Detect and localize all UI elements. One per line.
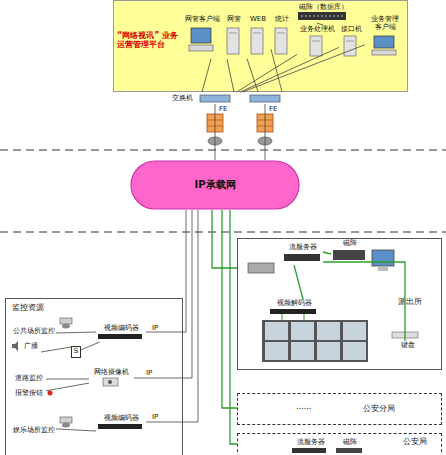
network-camera: 网络摄像机 [89, 368, 134, 390]
node-label: S [72, 347, 80, 355]
stream-server: 流服务器 [291, 438, 331, 448]
camera-label: 娱乐场所监控 [11, 426, 56, 436]
device: 业务处理机 [297, 25, 337, 59]
disk-array [336, 448, 362, 453]
encoder: 视频编码器 [96, 324, 146, 342]
switch-group: 交换机 [172, 92, 282, 104]
switch-icon [250, 95, 280, 102]
node-label: 娱乐场所监控 [11, 426, 56, 434]
node-label: 统计 [271, 15, 293, 23]
node-label: 视频解码器 [269, 299, 319, 307]
node-label: 网管客户端 [183, 15, 221, 23]
stream-server-bar [292, 448, 326, 453]
node-label: 网络摄像机 [89, 368, 134, 376]
network-cloud: IP承载网 [130, 160, 300, 210]
device: 接口机 [339, 25, 363, 59]
edge-label: FE [269, 105, 277, 113]
router-icon [208, 137, 222, 145]
switch-icon [200, 95, 230, 102]
camera-label: 道路监控 [11, 374, 46, 384]
decoder: 视频解码器 [269, 299, 319, 317]
edge-label: IP [152, 413, 158, 421]
node-label: 公共场所监控 [11, 327, 56, 335]
node-label: 公安局 [403, 437, 443, 446]
disk-array-node: 磁阵 [335, 438, 365, 448]
bureau-box: 流服务器磁阵 公安局 [237, 433, 442, 455]
node-label: 键盘 [393, 341, 423, 349]
node-label: 磁阵（数据库） [295, 3, 351, 11]
node-label: 接口机 [339, 25, 363, 33]
connector-line [265, 104, 266, 160]
device: 网管客户端 [183, 15, 221, 59]
node-label: 流服务器 [283, 243, 323, 251]
speaker-label: 广播 [21, 342, 41, 352]
stream-server: 流服务器 [283, 243, 323, 265]
device: 统计 [271, 15, 293, 59]
connector-line [215, 104, 216, 160]
cloud-shape [131, 161, 299, 209]
alarm-label: 报警按钮 [11, 389, 46, 399]
node-label: ...... [296, 402, 336, 411]
firewall-brick [257, 120, 273, 121]
node-label: 道路监控 [11, 374, 46, 382]
branch-box: 公安分局...... [237, 393, 442, 425]
node-label: 公安分局 [363, 404, 413, 413]
node-label: 派出所 [398, 297, 438, 306]
node-label: 监控资源 [12, 303, 72, 312]
node-label: 广播 [21, 342, 41, 350]
platform-panel: 网管客户端网管WEB统计磁阵（数据库） 业务处理机接口机业务管理客户端 “网络视讯”… [113, 0, 408, 92]
connector-line [222, 210, 237, 408]
dashed-divider [0, 150, 446, 151]
node-label: 网管 [223, 15, 245, 23]
node-label: 视频编码器 [96, 324, 146, 332]
device: 业务管理客户端 [365, 15, 405, 59]
connector-line [212, 210, 237, 268]
camera-label: 公共场所监控 [11, 327, 56, 337]
device: 网管 [223, 15, 245, 59]
node-label: 磁阵 [331, 239, 369, 247]
node-label: 业务管理客户端 [370, 15, 400, 31]
group-box: 公共场所监控广播S视频编码器道路监控报警按钮网络摄像机娱乐场所监控视频编码器监控… [5, 298, 183, 455]
node-label: 磁阵 [335, 438, 365, 446]
firewall-icon [207, 114, 223, 132]
node-label: WEB [247, 15, 269, 23]
device: 磁阵（数据库） [295, 3, 351, 23]
edge-label: IP [152, 324, 158, 332]
node-label: 视频编码器 [96, 414, 146, 422]
connector-line [230, 210, 237, 444]
router-icon [258, 137, 272, 145]
edge-label: IP [146, 369, 152, 377]
firewall-brick [207, 120, 223, 121]
firewall-brick [257, 126, 273, 127]
station-box: 流服务器磁阵视频解码器键盘 派出所 [237, 238, 442, 370]
node-label: 报警按钮 [11, 389, 46, 397]
keyboard-node: 键盘 [393, 341, 423, 353]
node-label: IP承载网 [194, 179, 235, 191]
firewall-brick [207, 126, 223, 127]
edge-label: FE [219, 105, 227, 113]
node-label: 业务处理机 [297, 25, 337, 33]
switch-box: S [71, 346, 81, 358]
device: WEB [247, 15, 269, 59]
node-label: 流服务器 [291, 438, 331, 446]
node-label: 交换机 [172, 94, 198, 102]
dashed-divider [0, 232, 446, 233]
encoder: 视频编码器 [96, 414, 146, 432]
firewall-icon [257, 114, 273, 132]
node-label: “网络视讯” 业务运营管理平台 [117, 31, 181, 49]
disk-array-node: 磁阵 [331, 239, 369, 265]
